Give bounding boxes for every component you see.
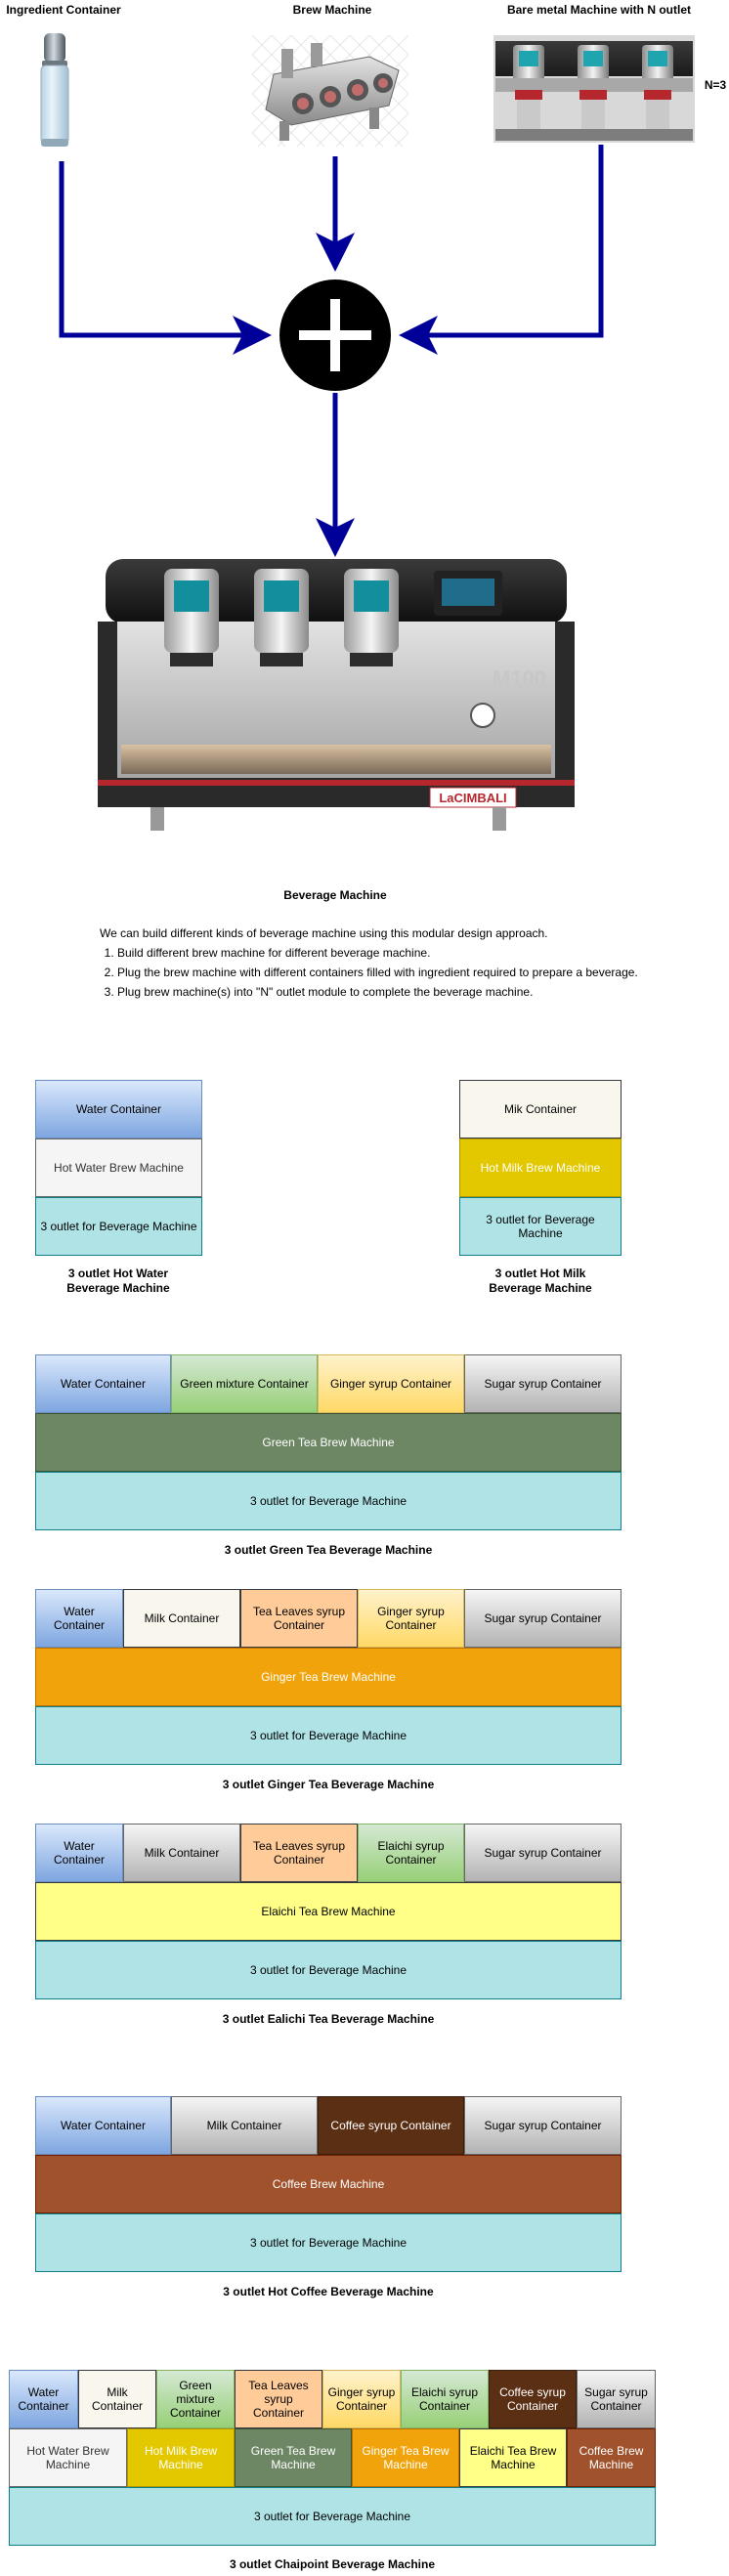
ginger-tea-caption: 3 outlet Ginger Tea Beverage Machine — [222, 1778, 435, 1791]
milk-container: Milk Container — [78, 2370, 156, 2428]
hot-milk-brew-machine: Hot Milk Brew Machine — [127, 2428, 235, 2487]
green-mixture-container: Green mixture Container — [156, 2370, 235, 2428]
hot-water-brew-machine: Hot Water Brew Machine — [9, 2428, 127, 2487]
ginger-syrup-container: Ginger syrup Container — [322, 2370, 401, 2428]
sugar-syrup-container: Sugar syrup Container — [577, 2370, 656, 2428]
outlet-module: 3 outlet for Beverage Machine — [35, 1941, 622, 1999]
ginger-tea-brew-machine: Ginger Tea Brew Machine — [352, 2428, 459, 2487]
hot-milk-brew-machine: Hot Milk Brew Machine — [459, 1138, 622, 1197]
bare-metal-machine-image — [493, 35, 695, 143]
green-mixture-container: Green mixture Container — [171, 1354, 318, 1413]
outlet-module: 3 outlet for Beverage Machine — [35, 2213, 622, 2272]
tea-leaves-syrup-container: Tea Leaves syrup Container — [240, 1824, 358, 1882]
coffee-caption: 3 outlet Hot Coffee Beverage Machine — [223, 2285, 434, 2298]
water-container: Water Container — [35, 1080, 202, 1138]
hot-water-caption: 3 outlet Hot Water Beverage Machine — [66, 1267, 170, 1295]
assembly-arrows — [59, 145, 604, 557]
machine-model-text: M100 — [493, 666, 546, 691]
arrow-ingredient-to-plus — [59, 161, 272, 355]
n-outlet-label: N=3 — [704, 78, 727, 92]
notes-step: Build different brew machine for differe… — [117, 943, 645, 963]
elaichi-syrup-container: Elaichi syrup Container — [358, 1824, 464, 1882]
outlet-module: 3 outlet for Beverage Machine — [35, 1197, 202, 1256]
coffee-syrup-container: Coffee syrup Container — [318, 2096, 464, 2155]
brew-machine-image — [252, 35, 408, 147]
water-container: Water Container — [35, 2096, 171, 2155]
bare-metal-machine-title: Bare metal Machine with N outlet — [506, 3, 692, 17]
outlet-module: 3 outlet for Beverage Machine — [35, 1472, 622, 1530]
brew-machine-title: Brew Machine — [292, 3, 372, 17]
coffee-brew-machine: Coffee Brew Machine — [35, 2155, 622, 2213]
outlet-module: 3 outlet for Beverage Machine — [459, 1197, 622, 1256]
green-tea-brew-machine: Green Tea Brew Machine — [35, 1413, 622, 1472]
water-container: Water Container — [9, 2370, 78, 2428]
chaipoint-caption: 3 outlet Chaipoint Beverage Machine — [229, 2557, 436, 2571]
ginger-tea-brew-machine: Ginger Tea Brew Machine — [35, 1648, 622, 1706]
sugar-syrup-container: Sugar syrup Container — [464, 1354, 622, 1413]
notes-step: Plug the brew machine with different con… — [117, 963, 645, 982]
outlet-module: 3 outlet for Beverage Machine — [35, 1706, 622, 1765]
hot-milk-caption: 3 outlet Hot Milk Beverage Machine — [489, 1267, 592, 1295]
elaichi-tea-brew-machine: Elaichi Tea Brew Machine — [35, 1882, 622, 1941]
elaichi-tea-caption: 3 outlet Ealichi Tea Beverage Machine — [222, 2012, 435, 2026]
tea-leaves-syrup-container: Tea Leaves syrup Container — [235, 2370, 322, 2428]
sugar-syrup-container: Sugar syrup Container — [464, 1824, 622, 1882]
arrow-bare-to-plus — [399, 145, 604, 355]
milk-container: Mik Container — [459, 1080, 622, 1138]
beverage-machine-image: M100 LaCIMBALI — [98, 559, 575, 831]
water-container: Water Container — [35, 1354, 171, 1413]
ginger-syrup-container: Ginger syrup Container — [318, 1354, 464, 1413]
water-container: Water Container — [35, 1824, 123, 1882]
elaichi-syrup-container: Elaichi syrup Container — [401, 2370, 489, 2428]
coffee-syrup-container: Coffee syrup Container — [489, 2370, 577, 2428]
design-notes: We can build different kinds of beverage… — [98, 923, 645, 1002]
coffee-brew-machine: Coffee Brew Machine — [567, 2428, 656, 2487]
milk-container: Milk Container — [123, 1824, 240, 1882]
notes-intro: We can build different kinds of beverage… — [100, 926, 548, 940]
tea-leaves-syrup-container: Tea Leaves syrup Container — [240, 1589, 358, 1648]
hot-water-brew-machine: Hot Water Brew Machine — [35, 1138, 202, 1197]
green-tea-caption: 3 outlet Green Tea Beverage Machine — [224, 1543, 433, 1557]
ingredient-container-title: Ingredient Container — [6, 3, 121, 17]
notes-steps: Build different brew machine for differe… — [98, 943, 645, 1002]
sugar-syrup-container: Sugar syrup Container — [464, 1589, 622, 1648]
outlet-module: 3 outlet for Beverage Machine — [9, 2487, 656, 2546]
elaichi-tea-brew-machine: Elaichi Tea Brew Machine — [459, 2428, 567, 2487]
ginger-syrup-container: Ginger syrup Container — [358, 1589, 464, 1648]
notes-step: Plug brew machine(s) into "N" outlet mod… — [117, 982, 645, 1002]
plus-icon — [279, 279, 391, 391]
ingredient-container-image — [40, 33, 69, 147]
milk-container: Milk Container — [171, 2096, 318, 2155]
beverage-machine-title: Beverage Machine — [283, 888, 387, 902]
milk-container: Milk Container — [123, 1589, 240, 1648]
water-container: Water Container — [35, 1589, 123, 1648]
green-tea-brew-machine: Green Tea Brew Machine — [235, 2428, 352, 2487]
machine-brand-text: LaCIMBALI — [439, 791, 506, 805]
sugar-syrup-container: Sugar syrup Container — [464, 2096, 622, 2155]
